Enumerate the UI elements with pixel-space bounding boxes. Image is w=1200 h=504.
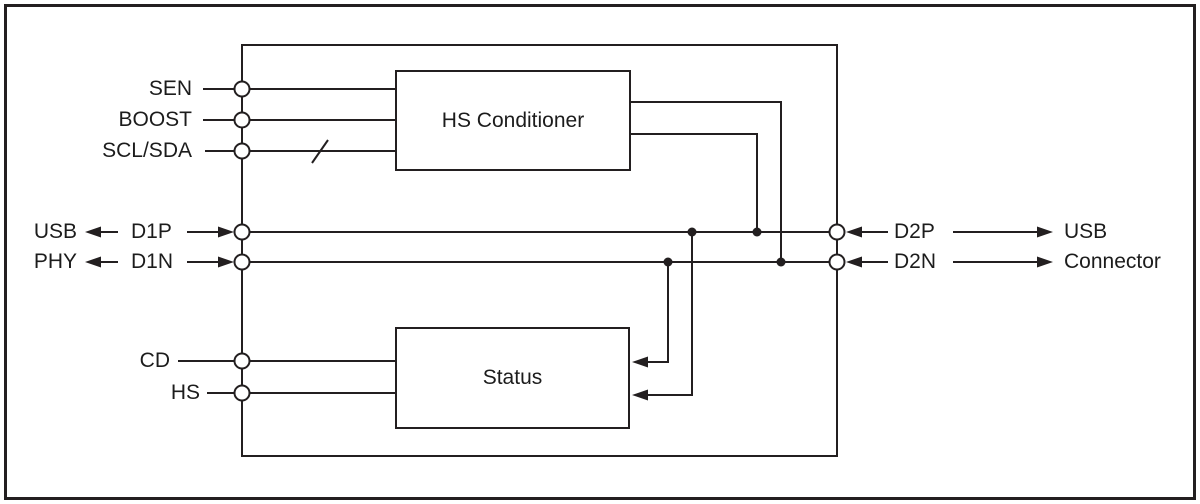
conditioner-out-a-wire: [630, 101, 782, 262]
junction-dot: [752, 227, 762, 237]
port-label-sen: SEN: [148, 77, 192, 100]
d1p-right-arrow-icon: [218, 226, 234, 238]
d2n-left-arrow-icon: [846, 256, 862, 268]
status-feed-d1p-arrow-icon: [632, 389, 648, 401]
terminal-d2p: [828, 223, 846, 241]
d1n-right-arrow-icon: [218, 256, 234, 268]
status-block: [395, 327, 630, 429]
port-label-cd: CD: [139, 349, 170, 372]
terminal-hs: [233, 384, 251, 402]
terminal-scl-sda: [233, 142, 251, 160]
bus-slash-icon: [311, 139, 329, 164]
conditioner-out-b-wire: [630, 133, 758, 232]
junction-dot: [663, 257, 673, 267]
terminal-boost: [233, 111, 251, 129]
port-label-d1p: D1P: [131, 220, 172, 243]
status-block-title: Status: [482, 366, 543, 389]
d1n-left-arrow-icon: [85, 256, 101, 268]
junction-dot: [687, 227, 697, 237]
figure-border: [4, 4, 1196, 500]
hs-conditioner-block-title: HS Conditioner: [441, 108, 585, 132]
d1p-left-arrow-icon: [85, 226, 101, 238]
port-label-d2p: D2P: [894, 220, 935, 243]
port-label-d1n: D1N: [131, 250, 174, 273]
external-label-usb-phy-line1: USB: [33, 220, 77, 243]
port-label-boost: BOOST: [118, 108, 192, 131]
external-label-usb-connector-line1: USB: [1064, 220, 1108, 243]
status-feed-d1p-wire: [648, 232, 693, 396]
terminal-sen: [233, 80, 251, 98]
external-label-usb-phy-line2: PHY: [33, 250, 77, 273]
terminal-d2n: [828, 253, 846, 271]
port-label-d2n: D2N: [894, 250, 937, 273]
terminal-cd: [233, 352, 251, 370]
port-label-hs: HS: [170, 381, 200, 404]
terminal-d1n: [233, 253, 251, 271]
d2p-right-arrow-icon: [1037, 226, 1053, 238]
hs-conditioner-block: [395, 70, 631, 171]
external-label-usb-connector-line2: Connector: [1064, 250, 1161, 273]
port-label-scl-sda: SCL/SDA: [102, 139, 192, 162]
d2n-right-arrow-icon: [1037, 256, 1053, 268]
terminal-d1p: [233, 223, 251, 241]
status-feed-d1n-wire: [648, 262, 669, 363]
d2p-left-arrow-icon: [846, 226, 862, 238]
junction-dot: [776, 257, 786, 267]
status-feed-d1n-arrow-icon: [632, 356, 648, 368]
